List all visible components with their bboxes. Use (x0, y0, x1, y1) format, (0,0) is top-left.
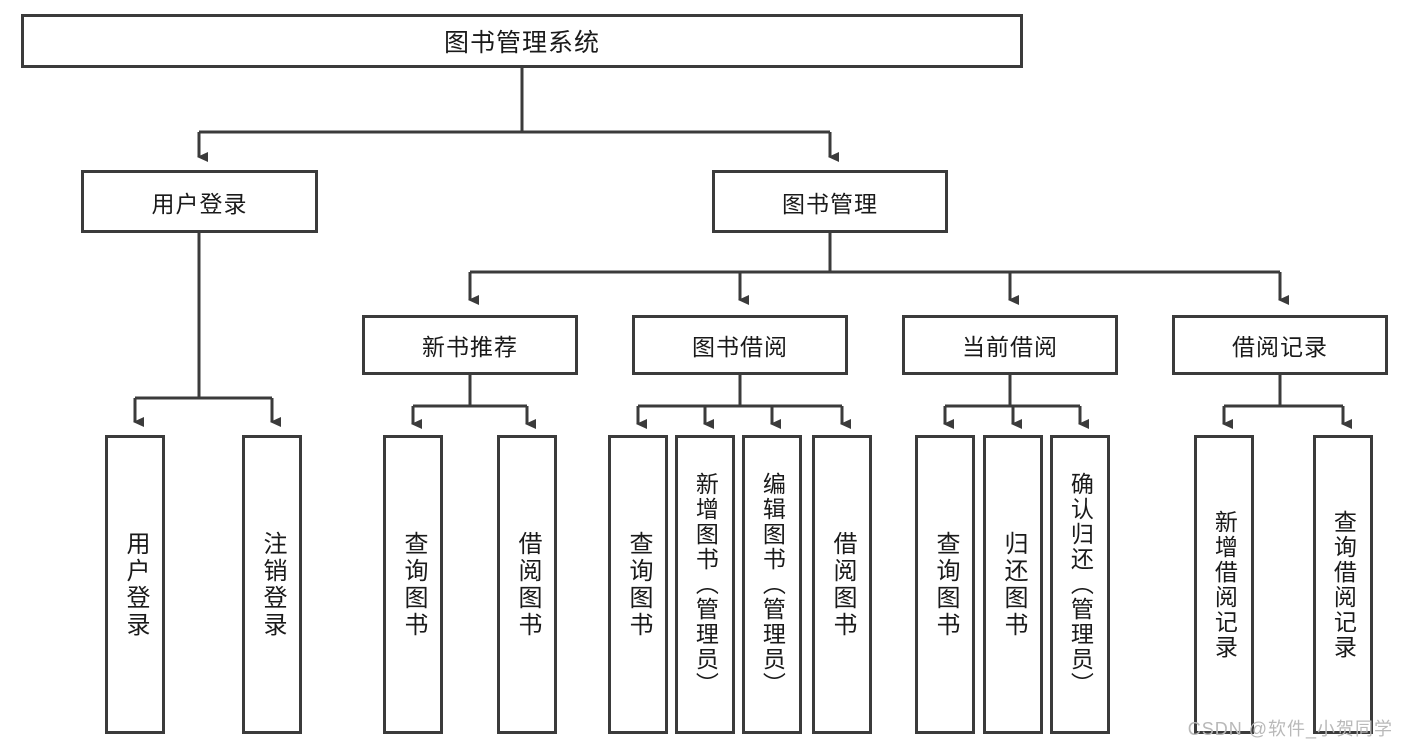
leaf-borrow-book-recommend-label: 借阅图书 (513, 530, 541, 639)
node-book-manage-label: 图书管理 (782, 190, 878, 217)
csdn-watermark: CSDN @软件_小贺同学 (1187, 719, 1393, 739)
leaf-user-login-label: 用户登录 (121, 530, 149, 639)
leaf-query-borrow-record-label: 查询借阅记录 (1330, 509, 1357, 660)
node-new-book-recommend-label: 新书推荐 (422, 334, 518, 360)
node-book-manage[interactable]: 图书管理 (712, 170, 948, 233)
leaf-query-book-current[interactable]: 查询图书 (915, 435, 975, 734)
leaf-query-book-recommend-label: 查询图书 (399, 530, 427, 639)
leaf-borrow-book-label: 借阅图书 (828, 530, 856, 639)
node-root-label: 图书管理系统 (443, 29, 600, 57)
leaf-query-book-recommend[interactable]: 查询图书 (383, 435, 443, 734)
leaf-borrow-book-recommend[interactable]: 借阅图书 (497, 435, 557, 734)
leaf-user-login[interactable]: 用户登录 (105, 435, 165, 734)
leaf-edit-book[interactable]: 编辑图书（管理员） (742, 435, 802, 734)
leaf-user-logout-label: 注销登录 (258, 530, 286, 639)
leaf-edit-book-label: 编辑图书（管理员） (759, 472, 786, 697)
node-book-borrow[interactable]: 图书借阅 (632, 315, 848, 375)
leaf-user-logout[interactable]: 注销登录 (242, 435, 302, 734)
leaf-query-borrow-record[interactable]: 查询借阅记录 (1313, 435, 1373, 734)
leaf-add-book[interactable]: 新增图书（管理员） (675, 435, 735, 734)
node-book-borrow-label: 图书借阅 (692, 334, 788, 360)
leaf-query-book-borrow-label: 查询图书 (624, 530, 652, 639)
node-user-login-label: 用户登录 (151, 190, 248, 217)
node-new-book-recommend[interactable]: 新书推荐 (362, 315, 578, 375)
leaf-borrow-book[interactable]: 借阅图书 (812, 435, 872, 734)
leaf-add-borrow-record-label: 新增借阅记录 (1211, 509, 1238, 660)
leaf-query-book-current-label: 查询图书 (931, 530, 959, 639)
leaf-confirm-return-label: 确认归还（管理员） (1067, 472, 1094, 697)
node-current-borrow-label: 当前借阅 (962, 334, 1058, 360)
leaf-return-book[interactable]: 归还图书 (983, 435, 1043, 734)
leaf-add-book-label: 新增图书（管理员） (692, 472, 719, 697)
node-borrow-record-label: 借阅记录 (1232, 334, 1328, 360)
node-current-borrow[interactable]: 当前借阅 (902, 315, 1118, 375)
node-root-system[interactable]: 图书管理系统 (21, 14, 1023, 68)
leaf-add-borrow-record[interactable]: 新增借阅记录 (1194, 435, 1254, 734)
leaf-return-book-label: 归还图书 (999, 530, 1027, 639)
leaf-confirm-return[interactable]: 确认归还（管理员） (1050, 435, 1110, 734)
node-borrow-record[interactable]: 借阅记录 (1172, 315, 1388, 375)
leaf-query-book-borrow[interactable]: 查询图书 (608, 435, 668, 734)
node-user-login[interactable]: 用户登录 (81, 170, 318, 233)
